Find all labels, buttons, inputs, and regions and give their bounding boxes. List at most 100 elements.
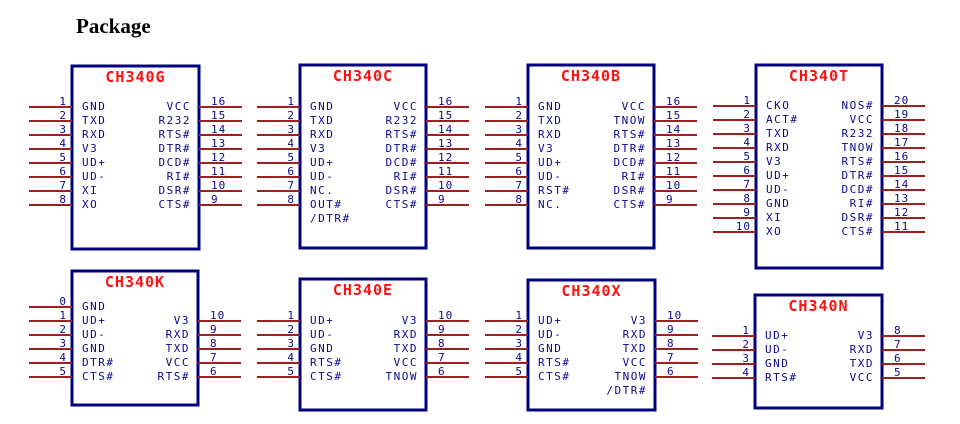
pin-number: 1 [515,309,523,322]
pin-number: 17 [894,136,909,149]
pin-number: 2 [59,323,67,336]
pin-number: 7 [210,351,218,364]
pin-number: 5 [59,365,67,378]
pin-label: UD+ [765,329,789,342]
pin-number: 1 [743,94,751,107]
pin-label: GND [538,342,562,355]
pin-number: 2 [743,108,751,121]
pin-number: 1 [287,95,295,108]
pin-number: 14 [894,178,909,191]
pin-label: UD+ [538,314,562,327]
pin-number: 3 [287,123,295,136]
pin-label: RXD [166,328,190,341]
pin-number: 12 [211,151,226,164]
pin-label: RXD [310,128,334,141]
pin-number: 13 [438,137,453,150]
pin-number: 3 [59,123,67,136]
ch340b-body [526,63,656,250]
pin-number: 4 [59,351,67,364]
page-title: Package [76,14,151,38]
pin-label: NC. [538,198,562,211]
pin-number: 19 [894,108,909,121]
pin-number: 9 [438,193,446,206]
pin-label: GND [310,100,334,113]
pin-label: DCD# [842,183,875,196]
pin-number: 7 [515,179,523,192]
pin-number: 16 [438,95,453,108]
pin-number: 7 [667,351,675,364]
pin-number: 1 [59,309,67,322]
pin-number: 5 [59,151,67,164]
pin-number: 10 [438,179,453,192]
pin-label: GND [765,357,789,370]
pin-number: 6 [210,365,218,378]
pin-number: 2 [59,109,67,122]
pin-label: TXD [394,342,418,355]
pin-label-extra: /DTR# [310,212,351,225]
pin-number: 9 [438,323,446,336]
ch340n-name: CH340N [788,297,848,315]
pin-label: RTS# [158,370,191,383]
pin-label: DCD# [386,156,419,169]
pin-label: V3 [766,155,782,168]
pin-number: 2 [742,338,750,351]
pin-number: 9 [211,193,219,206]
pin-number: 20 [894,94,909,107]
pin-label: UD- [765,343,789,356]
ch340t-body [754,63,884,270]
pin-number: 8 [287,193,295,206]
pin-number: 9 [210,323,218,336]
pin-number: 9 [667,323,675,336]
pin-number: 1 [515,95,523,108]
pin-label: RXD [82,128,106,141]
pin-label: UD+ [538,156,562,169]
pin-number: 7 [743,178,751,191]
pin-label: V3 [858,329,874,342]
pin-number: 18 [894,122,909,135]
pin-label: TNOW [614,114,647,127]
pin-number: 6 [438,365,446,378]
pin-label: RST# [538,184,571,197]
pin-label: TXD [850,357,874,370]
pin-label: DSR# [386,184,419,197]
pin-label: VCC [394,356,418,369]
pin-number: 0 [59,295,67,308]
pin-label: VCC [166,356,190,369]
pin-label: UD- [538,170,562,183]
pin-label: RTS# [842,155,875,168]
pin-label: UD- [82,170,106,183]
pin-number: 8 [667,337,675,350]
pin-label: RTS# [386,128,419,141]
ch340t-name: CH340T [789,67,849,85]
pin-label: RTS# [538,356,571,369]
pin-label: UD- [766,183,790,196]
pin-label: V3 [631,314,647,327]
pin-label: XO [82,198,98,211]
pin-number: 13 [211,137,226,150]
pin-label: NOS# [842,99,875,112]
pin-label: TXD [310,114,334,127]
pin-label: DSR# [159,184,192,197]
pin-label: CTS# [614,198,647,211]
pin-label: TXD [623,342,647,355]
pin-label: DTR# [386,142,419,155]
pin-label: DTR# [159,142,192,155]
pin-number: 11 [438,165,453,178]
pin-label: CTS# [159,198,192,211]
pin-label: V3 [310,142,326,155]
pin-number: 2 [515,323,523,336]
pin-label: UD+ [766,169,790,182]
pin-label: RXD [623,328,647,341]
pin-label: RI# [167,170,191,183]
pin-label: OUT# [310,198,343,211]
pin-number: 5 [287,365,295,378]
pin-number: 15 [666,109,681,122]
pin-number: 15 [438,109,453,122]
pin-number: 3 [515,123,523,136]
pin-label: DCD# [159,156,192,169]
pin-number: 13 [666,137,681,150]
pin-label: TXD [82,114,106,127]
pin-label: V3 [538,142,554,155]
pin-number: 15 [894,164,909,177]
pin-label: RXD [850,343,874,356]
